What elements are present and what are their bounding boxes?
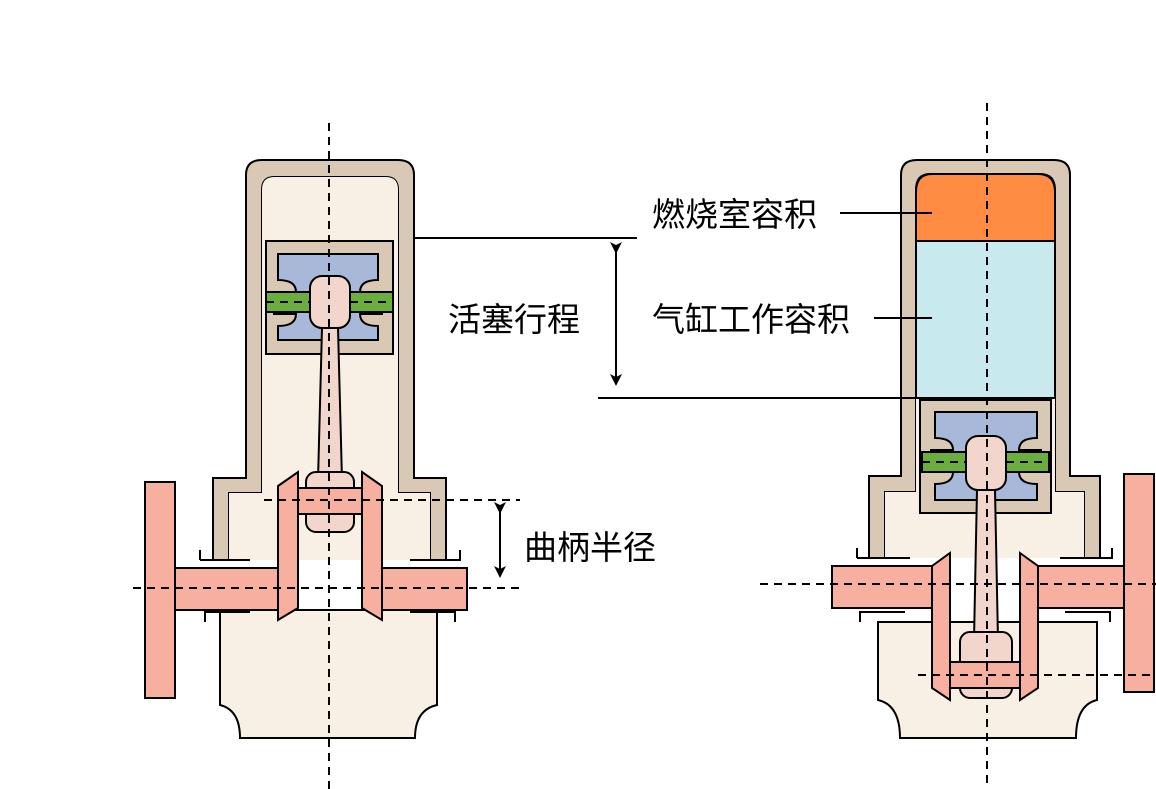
crank-radius-dimension: 曲柄半径	[494, 502, 656, 578]
bearing-bracket-left-d	[410, 611, 456, 622]
small-end-right	[965, 435, 1007, 491]
main-journal-right-b	[1029, 565, 1125, 609]
bearing-bracket-right-d	[1065, 611, 1111, 622]
crank-web-right-b	[1019, 551, 1039, 702]
working-volume-right	[915, 240, 1056, 399]
bearing-bracket-left-b	[410, 550, 461, 561]
combustion-volume-label: 燃烧室容积	[652, 195, 817, 234]
stroke-dimension: 活塞行程	[414, 237, 916, 399]
crank-web-left-a	[277, 470, 299, 622]
crank-radius-label: 曲柄半径	[524, 528, 656, 567]
bearing-bracket-left-c	[204, 611, 250, 622]
combustion-volume-callout: 燃烧室容积	[652, 195, 932, 234]
engine-right	[760, 103, 1156, 789]
crank-web-right-a	[931, 551, 951, 702]
working-volume-callout: 气缸工作容积	[652, 300, 932, 339]
bearing-bracket-left-a	[199, 550, 250, 561]
working-volume-label: 气缸工作容积	[652, 300, 850, 339]
bearing-bracket-right-b	[1060, 548, 1113, 559]
stroke-label: 活塞行程	[448, 300, 580, 339]
small-end-left	[309, 275, 351, 329]
combustion-chamber-right	[915, 173, 1056, 242]
bearing-bracket-right-a	[856, 548, 910, 559]
crank-web-left-b	[361, 470, 383, 622]
bearing-bracket-right-c	[859, 611, 905, 622]
flywheel-left	[144, 481, 176, 699]
main-journal-right-a	[831, 565, 941, 609]
engine-left	[133, 123, 520, 789]
